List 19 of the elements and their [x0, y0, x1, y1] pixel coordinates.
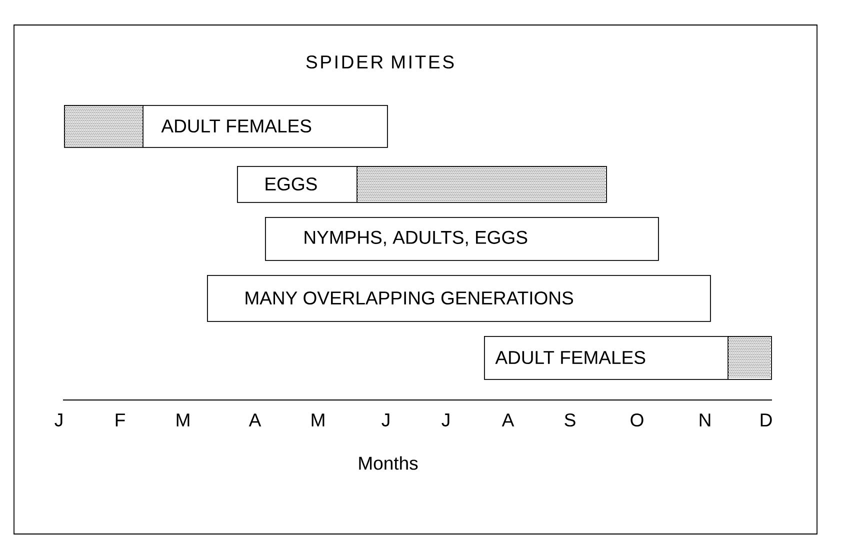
bar-label: EGGS — [266, 177, 317, 191]
month-label: J — [382, 414, 390, 426]
bar-label: MANY OVERLAPPING GENERATIONS — [246, 291, 574, 305]
month-label: M — [312, 414, 324, 426]
month-label: D — [760, 414, 772, 426]
month-label: A — [502, 414, 514, 426]
chart-title: SPIDER MITES — [306, 55, 454, 69]
bar-label: ADULT FEMALES — [161, 119, 312, 133]
month-label: S — [564, 413, 576, 427]
month-label: O — [630, 413, 644, 427]
month-label: J — [54, 414, 62, 426]
axis-title: Months — [359, 456, 418, 470]
bar-label: NYMPHS, ADULTS, EGGS — [304, 230, 528, 246]
bar-label: ADULT FEMALES — [495, 350, 646, 364]
month-label: N — [700, 414, 710, 426]
month-label: J — [442, 414, 450, 426]
month-label: F — [116, 414, 125, 426]
month-label: M — [176, 414, 190, 426]
month-label: A — [248, 414, 262, 426]
